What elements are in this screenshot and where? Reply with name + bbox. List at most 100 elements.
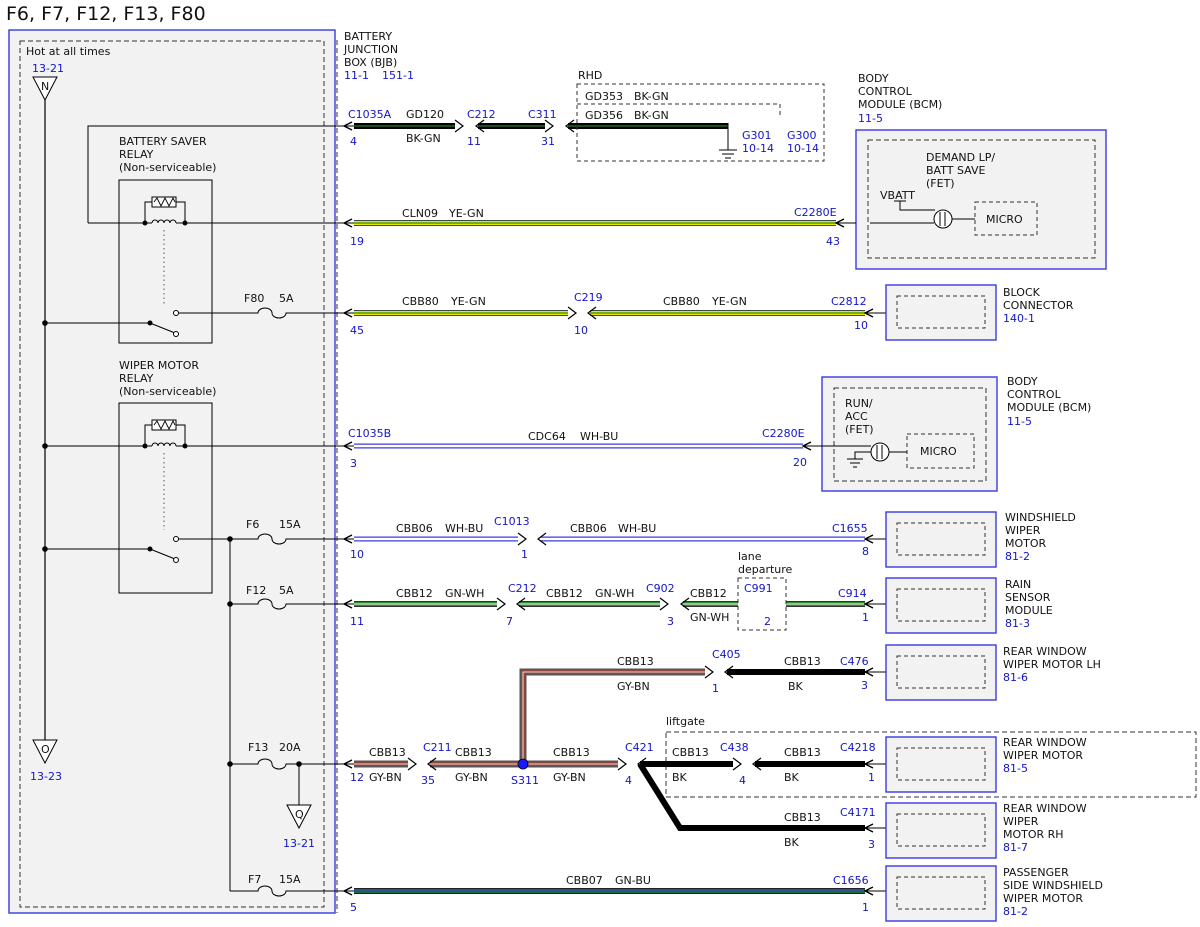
row5-conn-right: C1655 (832, 522, 868, 535)
row6-color3: GN-WH (690, 611, 729, 624)
top-ref: 13-21 (32, 62, 64, 75)
f13-fuse-line (230, 758, 354, 770)
row7-pin-right: 3 (861, 679, 868, 692)
f13-fuse-amp: 20A (279, 741, 301, 754)
bjb-ref-2: 151-1 (382, 69, 414, 82)
row1-conn3: C311 (528, 108, 557, 121)
battery-saver-relay-line3: (Non-serviceable) (119, 161, 216, 174)
diagram-title: F6, F7, F12, F13, F80 (6, 3, 206, 25)
row2-circuit-label: CLN09 (402, 207, 438, 220)
row7-conn-mid: C405 (712, 648, 741, 661)
row8-conn4: C421 (625, 741, 654, 754)
row8-circuit1: CBB13 (369, 746, 406, 759)
rear-wiper-lh-box (885, 644, 997, 701)
row8-conn2: C211 (423, 741, 452, 754)
bjb-title-line3: BOX (BJB) (344, 56, 397, 69)
bcm1-inner-dashed (867, 139, 1096, 259)
rear-wiper-inner (896, 747, 986, 781)
wiper-relay-line3: (Non-serviceable) (119, 385, 216, 398)
row9-color: BK (784, 836, 800, 849)
lane-departure-line2: departure (738, 563, 793, 576)
bcm2-inner-dashed (833, 387, 987, 482)
splice-q-letter: Q (295, 808, 304, 821)
rear-wiper-lh-inner (896, 655, 986, 689)
passenger-wiper-box (885, 865, 997, 922)
row8-splice: S311 (511, 774, 539, 787)
row3-conn-mid: C219 (574, 291, 603, 304)
rear-wiper-box (885, 736, 997, 793)
row3-pin-left: 45 (350, 324, 364, 337)
f80-fuse-amp: 5A (279, 292, 294, 305)
row7-circuit2: CBB13 (784, 655, 821, 668)
row5-conn-mid: C1013 (494, 515, 530, 528)
row10-pin-right: 1 (862, 901, 869, 914)
block-connector-inner (896, 295, 986, 329)
wiper-relay-line2: RELAY (119, 372, 154, 385)
f80-fuse-line (178, 307, 354, 319)
row2-conn-right: C2280E (794, 206, 837, 219)
row2-color-label: YE-GN (448, 207, 484, 220)
row6-conn2: C212 (508, 582, 537, 595)
row4-conn-right: C2280E (762, 427, 805, 440)
rear-wiper-line1: REAR WINDOW (1003, 736, 1087, 749)
f13-ref: 13-21 (283, 837, 315, 850)
rear-wiper-lh-line1: REAR WINDOW (1003, 645, 1087, 658)
rear-wiper-rh-inner (896, 813, 986, 847)
row1-circuit-label: GD120 (406, 108, 444, 121)
block-connector-ref: 140-1 (1003, 312, 1035, 325)
passenger-wiper-ref: 81-2 (1003, 905, 1028, 918)
row3-color1: YE-GN (450, 295, 486, 308)
row2-pin-right: 43 (826, 235, 840, 248)
windshield-wiper-box (885, 511, 997, 568)
battery-saver-relay-line2: RELAY (119, 148, 154, 161)
windshield-wiper-line2: WIPER (1005, 524, 1041, 537)
f6-fuse-line (230, 533, 354, 545)
row7-color2: BK (788, 680, 804, 693)
row1-circuit (344, 119, 737, 159)
bcm2-inner-line1: RUN/ (845, 397, 873, 410)
row6-circuit (344, 597, 886, 611)
f6-fuse-name: F6 (246, 518, 259, 531)
hot-at-all-times-label: Hot at all times (26, 45, 111, 58)
passenger-wiper-line2: SIDE WINDSHIELD (1003, 879, 1103, 892)
block-connector-box (885, 284, 997, 341)
bcm1-micro-label: MICRO (986, 213, 1023, 226)
f7-fuse-line (230, 885, 354, 897)
f13-fuse-name: F13 (248, 741, 268, 754)
row7-circuit1: CBB13 (617, 655, 654, 668)
bcm2-title-line2: CONTROL (1007, 388, 1062, 401)
rhd-wire1-circuit: GD353 (585, 90, 623, 103)
row6-pin3: 3 (667, 615, 674, 628)
row8-color4: BK (672, 771, 688, 784)
bcm2-inner-line3: (FET) (845, 423, 874, 436)
row7-color1: GY-BN (617, 680, 650, 693)
row5-circuit2: CBB06 (570, 522, 607, 535)
rear-wiper-line2: WIPER MOTOR (1003, 749, 1083, 762)
row2-pin-left: 19 (350, 235, 364, 248)
bjb-title-line2: JUNCTION (343, 43, 398, 56)
rhd-label: RHD (578, 69, 602, 82)
g301-ref: 10-14 (742, 142, 774, 155)
row4-circuit-label: CDC64 (528, 430, 566, 443)
splice-n-triangle (32, 76, 58, 102)
row1-pin1: 4 (350, 135, 357, 148)
bcm1-title-line2: CONTROL (858, 85, 913, 98)
passenger-wiper-inner (896, 876, 986, 910)
rain-sensor-line3: MODULE (1005, 604, 1053, 617)
row10-color: GN-BU (615, 874, 651, 887)
bottom-ref: 13-23 (30, 770, 62, 783)
f12-fuse-amp: 5A (279, 584, 294, 597)
row8-conn6: C4218 (840, 741, 876, 754)
lane-departure-box (737, 577, 787, 631)
row7-pin-mid: 1 (712, 682, 719, 695)
rear-wiper-rh-box (885, 802, 997, 859)
row8-pin4: 4 (625, 774, 632, 787)
row10-pin-left: 5 (350, 901, 357, 914)
bjb-ref-1: 11-1 (344, 69, 369, 82)
row4-color-label: WH-BU (580, 430, 618, 443)
row4-conn-left: C1035B (348, 427, 391, 440)
bjb-inner-dashed (19, 40, 325, 908)
row1-pin3: 31 (541, 135, 555, 148)
bcm2-title-line3: MODULE (BCM) (1007, 401, 1091, 414)
passenger-wiper-line3: WIPER MOTOR (1003, 892, 1083, 905)
